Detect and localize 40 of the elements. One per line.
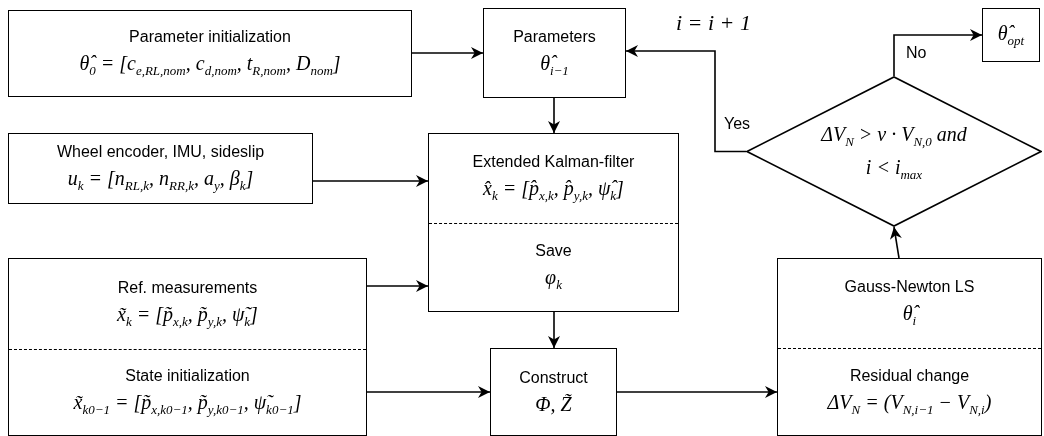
- arrow: [890, 226, 902, 259]
- formula-text: ΔV$_{N}$ > ν · V$_{N,0}$ and i < i$_{max}$: [820, 122, 968, 184]
- process-box: [8, 133, 313, 204]
- formula-text: x̃$_{k0−1}$ = [p̃$_{x,k0−1}$, p̃$_{y,k0−1}$, ψ̃$_{k0−1}$]: [73, 391, 302, 418]
- formula-text: x̃$_{k}$ = [p̃$_{x,k}$, p̃$_{y,k}$, ψ̃$_{k}$]: [117, 302, 258, 330]
- arrow: [366, 386, 491, 398]
- box-title: Residual change: [849, 366, 970, 385]
- box-title: Save: [535, 242, 572, 260]
- process-box: [8, 258, 367, 436]
- arrow: [548, 311, 560, 349]
- arrow: [312, 175, 429, 187]
- box-title: Extended Kalman-filter: [472, 153, 635, 171]
- process-box: [483, 8, 626, 98]
- arrow: [366, 280, 429, 292]
- process-box: [982, 8, 1040, 62]
- process-box: [490, 348, 617, 436]
- box-title: Ref. measurements: [117, 278, 258, 297]
- annotation-text: i = i + 1: [676, 10, 751, 36]
- process-box: [428, 133, 679, 312]
- arrow: [411, 47, 484, 59]
- formula-text: φ$_{k}$: [545, 266, 562, 293]
- box-title: Wheel encoder, IMU, sideslip: [56, 143, 265, 161]
- process-box: [777, 258, 1042, 436]
- formula-text: θ̂$_{i−1}$: [540, 51, 569, 79]
- box-title: Construct: [519, 368, 588, 387]
- arrow: [625, 45, 747, 153]
- formula-text: θ̂$_{opt}$: [997, 21, 1025, 49]
- process-box: [8, 10, 412, 97]
- arrow: [893, 29, 983, 77]
- box-title: State initialization: [125, 367, 250, 385]
- box-title: Gauss-Newton LS: [844, 278, 975, 296]
- formula-text: θ̂$_{0}$ = [c$_{e,RL,nom}$, c$_{d,nom}$, t$_{R,nom}$, D$_{nom}$]: [79, 52, 341, 79]
- arrow: [548, 97, 560, 134]
- formula-text: Φ, Z̃: [535, 392, 572, 416]
- formula-text: u$_{k}$ = [n$_{RL,k}$, n$_{RR,k}$, a$_{y}$, β$_{k}$]: [67, 167, 254, 194]
- arrow: [616, 386, 778, 398]
- box-title: Parameter initialization: [129, 28, 291, 46]
- formula-text: ΔV$_{N}$ = (V$_{N,i−1}$ − V$_{N,i}$): [827, 390, 992, 418]
- box-title: Parameters: [513, 27, 596, 46]
- formula-text: x̂$_{k}$ = [p̂$_{x,k}$, p̂$_{y,k}$, ψ̂$_{k}$]: [483, 177, 624, 204]
